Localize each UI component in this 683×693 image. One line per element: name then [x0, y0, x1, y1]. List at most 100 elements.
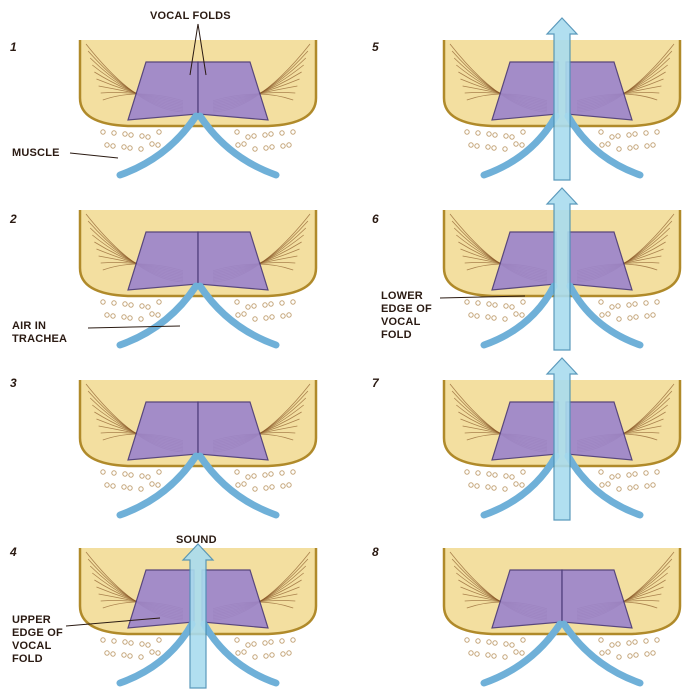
- cartilage-speckle: [122, 315, 126, 319]
- cartilage-speckle: [487, 302, 491, 306]
- cartilage-speckle: [475, 314, 479, 318]
- cartilage-speckle: [129, 641, 133, 645]
- cartilage-speckle: [252, 134, 256, 138]
- panel-number-1: 1: [10, 40, 17, 54]
- cartilage-speckle: [264, 146, 268, 150]
- cartilage-speckle: [627, 303, 631, 307]
- cartilage-speckle: [600, 651, 604, 655]
- cartilage-speckle: [600, 483, 604, 487]
- cartilage-speckle: [287, 651, 291, 655]
- panel-4: [80, 544, 316, 688]
- cartilage-speckle: [122, 485, 126, 489]
- cartilage-speckle: [514, 312, 518, 316]
- cartilage-speckle: [146, 475, 150, 479]
- cartilage-speckle: [280, 639, 284, 643]
- cartilage-speckle: [510, 305, 514, 309]
- cartilage-speckle: [139, 487, 143, 491]
- cartilage-speckle: [503, 655, 507, 659]
- cartilage-speckle: [246, 475, 250, 479]
- cartilage-speckle: [469, 143, 473, 147]
- cartilage-speckle: [150, 312, 154, 316]
- cartilage-speckle: [235, 638, 239, 642]
- cartilage-speckle: [156, 483, 160, 487]
- cartilage-speckle: [269, 472, 273, 476]
- label-sound: SOUND: [176, 534, 217, 547]
- cartilage-speckle: [645, 484, 649, 488]
- cartilage-speckle: [157, 638, 161, 642]
- cartilage-speckle: [514, 142, 518, 146]
- cartilage-speckle: [627, 133, 631, 137]
- cartilage-speckle: [628, 654, 632, 658]
- cartilage-speckle: [493, 133, 497, 137]
- cartilage-speckle: [291, 130, 295, 134]
- cartilage-speckle: [503, 487, 507, 491]
- panel-number-2: 2: [10, 212, 17, 226]
- cartilage-speckle: [521, 638, 525, 642]
- cartilage-speckle: [634, 485, 638, 489]
- cartilage-speckle: [521, 300, 525, 304]
- cartilage-speckle: [476, 131, 480, 135]
- cartilage-speckle: [246, 305, 250, 309]
- cartilage-speckle: [280, 471, 284, 475]
- cartilage-speckle: [628, 486, 632, 490]
- cartilage-speckle: [112, 301, 116, 305]
- cartilage-speckle: [101, 638, 105, 642]
- cartilage-speckle: [140, 642, 144, 646]
- cartilage-speckle: [246, 135, 250, 139]
- cartilage-speckle: [645, 144, 649, 148]
- cartilage-speckle: [264, 654, 268, 658]
- cartilage-speckle: [655, 638, 659, 642]
- cartilage-speckle: [503, 147, 507, 151]
- cartilage-speckle: [627, 473, 631, 477]
- cartilage-speckle: [610, 475, 614, 479]
- cartilage-speckle: [252, 304, 256, 308]
- cartilage-speckle: [520, 483, 524, 487]
- cartilage-speckle: [123, 472, 127, 476]
- cartilage-speckle: [475, 652, 479, 656]
- cartilage-speckle: [235, 470, 239, 474]
- cartilage-speckle: [287, 313, 291, 317]
- cartilage-speckle: [617, 655, 621, 659]
- panel-5: [444, 18, 680, 180]
- cartilage-speckle: [465, 300, 469, 304]
- cartilage-speckle: [486, 315, 490, 319]
- cartilage-speckle: [263, 473, 267, 477]
- cartilage-speckle: [510, 135, 514, 139]
- cartilage-speckle: [616, 474, 620, 478]
- cartilage-speckle: [264, 316, 268, 320]
- cartilage-speckle: [287, 483, 291, 487]
- cartilage-speckle: [475, 484, 479, 488]
- cartilage-speckle: [123, 302, 127, 306]
- cartilage-speckle: [599, 638, 603, 642]
- panel-number-8: 8: [372, 545, 379, 559]
- cartilage-speckle: [520, 143, 524, 147]
- cartilage-speckle: [123, 640, 127, 644]
- label-upper-edge-line-4: FOLD: [12, 653, 63, 666]
- cartilage-speckle: [129, 473, 133, 477]
- cartilage-speckle: [287, 143, 291, 147]
- cartilage-speckle: [606, 650, 610, 654]
- cartilage-speckle: [627, 641, 631, 645]
- cartilage-speckle: [492, 486, 496, 490]
- cartilage-speckle: [486, 653, 490, 657]
- cartilage-speckle: [253, 147, 257, 151]
- cartilage-speckle: [469, 651, 473, 655]
- cartilage-speckle: [645, 652, 649, 656]
- panel-number-4: 4: [10, 545, 17, 559]
- cartilage-speckle: [504, 474, 508, 478]
- cartilage-speckle: [616, 134, 620, 138]
- cartilage-speckle: [281, 144, 285, 148]
- panel-number-7: 7: [372, 376, 379, 390]
- cartilage-speckle: [146, 135, 150, 139]
- cartilage-speckle: [140, 474, 144, 478]
- panel-2: [80, 210, 316, 345]
- cartilage-speckle: [111, 144, 115, 148]
- cartilage-speckle: [493, 641, 497, 645]
- cartilage-speckle: [242, 142, 246, 146]
- label-lower-edge-of-vocal-fold: LOWER EDGE OF VOCAL FOLD: [381, 290, 432, 342]
- cartilage-speckle: [634, 653, 638, 657]
- cartilage-speckle: [270, 485, 274, 489]
- cartilage-speckle: [475, 144, 479, 148]
- cartilage-speckle: [270, 145, 274, 149]
